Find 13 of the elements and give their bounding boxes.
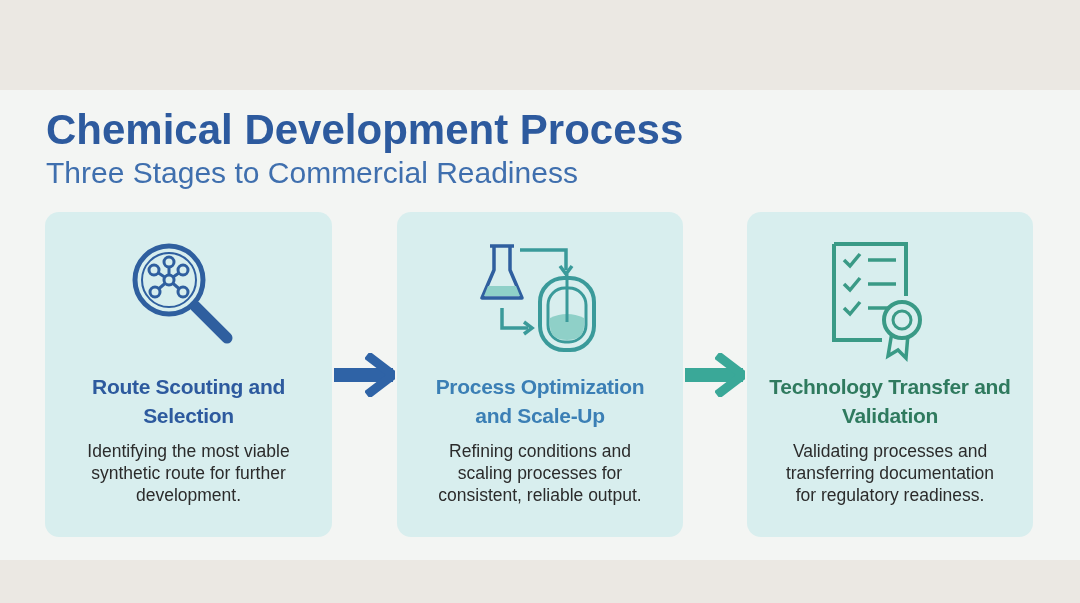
stage-card — [747, 212, 1033, 537]
stage-card — [397, 212, 683, 537]
stage-description: Identifying the most viable synthetic route for further development. — [86, 440, 291, 506]
subtitle: Three Stages to Commercial Readiness — [46, 156, 578, 190]
flow-arrow — [334, 350, 398, 400]
stage-description: Refining conditions and scaling processes for consistent, reliable output. — [437, 440, 643, 506]
stage-heading: Route Scouting and Selection — [91, 374, 286, 429]
stage-description: Validating processes and transferring documentation for regulatory readiness. — [784, 440, 996, 506]
stage-card — [45, 212, 332, 537]
title: Chemical Development Process — [46, 106, 684, 154]
flow-arrow — [685, 350, 748, 400]
stage-heading: Process Optimization and Scale-Up — [434, 374, 646, 429]
stage-heading: Technology Transfer and Validation — [768, 374, 1012, 429]
